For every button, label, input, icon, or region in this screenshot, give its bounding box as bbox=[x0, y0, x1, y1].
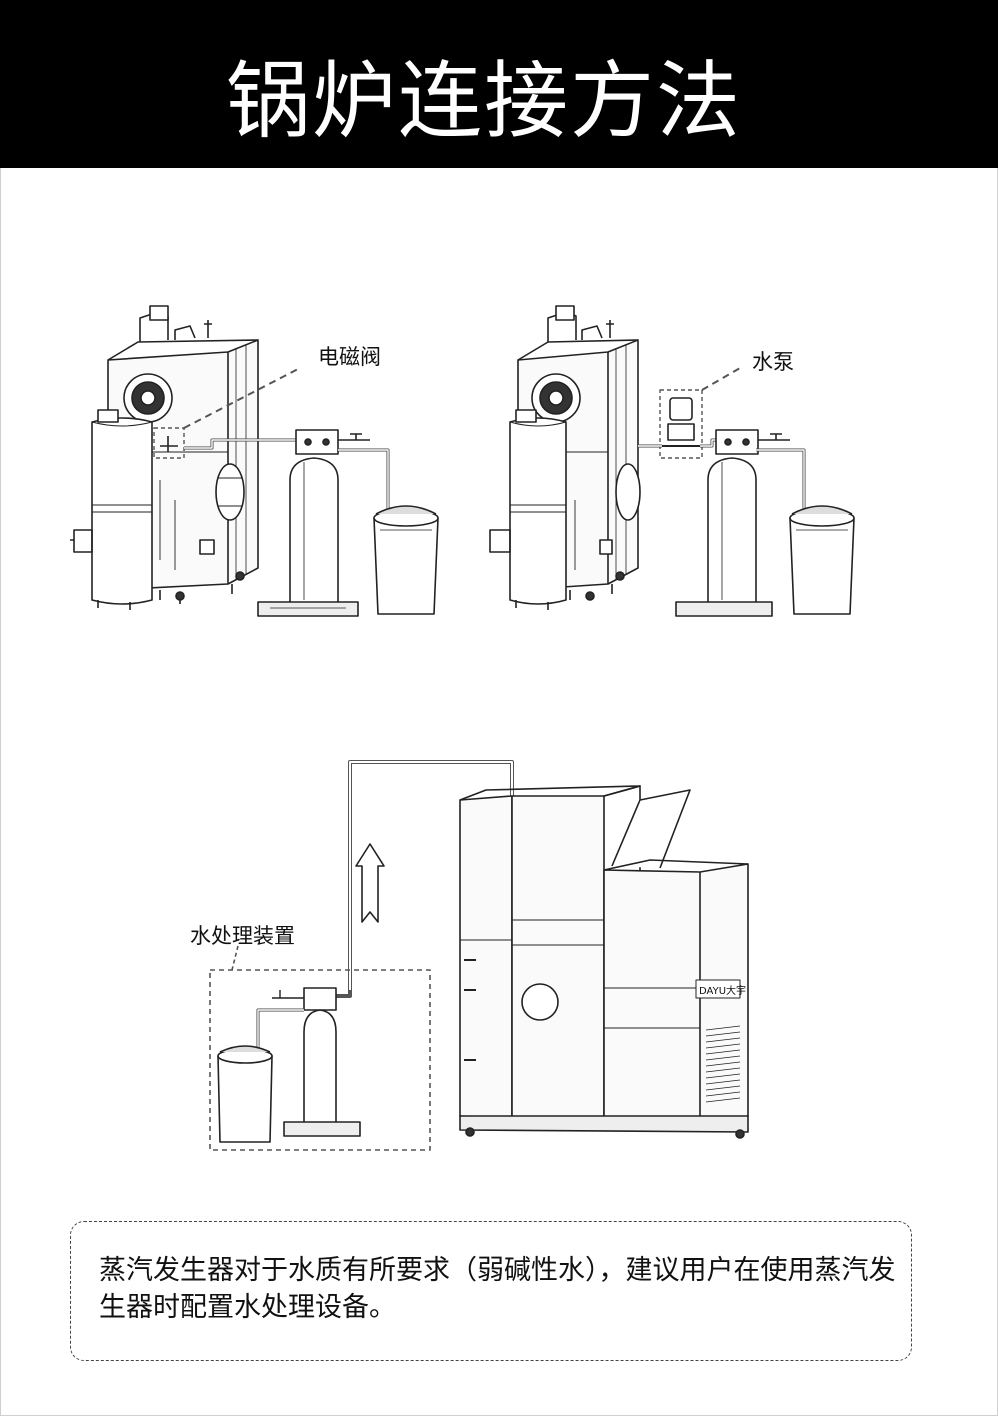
solenoid-valve-marker bbox=[153, 427, 185, 459]
flow-arrow bbox=[355, 843, 385, 923]
diagram-solenoid-connection bbox=[70, 305, 439, 617]
note-text: 蒸汽发生器对于水质有所要求（弱碱性水），建议用户在使用蒸汽发生器时配置水处理设备… bbox=[99, 1255, 896, 1323]
diagram-water-treatment bbox=[209, 760, 749, 1151]
water-treatment-marker bbox=[209, 969, 431, 1151]
page-title: 锅炉连接方法 bbox=[225, 52, 742, 150]
brand-plate: DAYU大宇 bbox=[699, 986, 747, 997]
water-quality-note: 蒸汽发生器对于水质有所要求（弱碱性水），建议用户在使用蒸汽发生器时配置水处理设备… bbox=[70, 1221, 912, 1361]
water-softener-3 bbox=[217, 987, 361, 1143]
boiler-unit-2 bbox=[489, 305, 641, 610]
water-softener-2 bbox=[675, 429, 855, 617]
water-treatment-label: 水处理装置 bbox=[190, 924, 295, 948]
pump-label: 水泵 bbox=[752, 350, 794, 374]
steam-generator-unit bbox=[459, 785, 749, 1139]
water-softener-1 bbox=[257, 429, 439, 617]
diagram-pump-connection bbox=[489, 305, 855, 617]
boiler-unit bbox=[70, 305, 259, 610]
solenoid-valve-label: 电磁阀 bbox=[318, 345, 381, 369]
header-banner: 锅炉连接方法 bbox=[0, 0, 998, 168]
pump-marker bbox=[659, 389, 703, 459]
